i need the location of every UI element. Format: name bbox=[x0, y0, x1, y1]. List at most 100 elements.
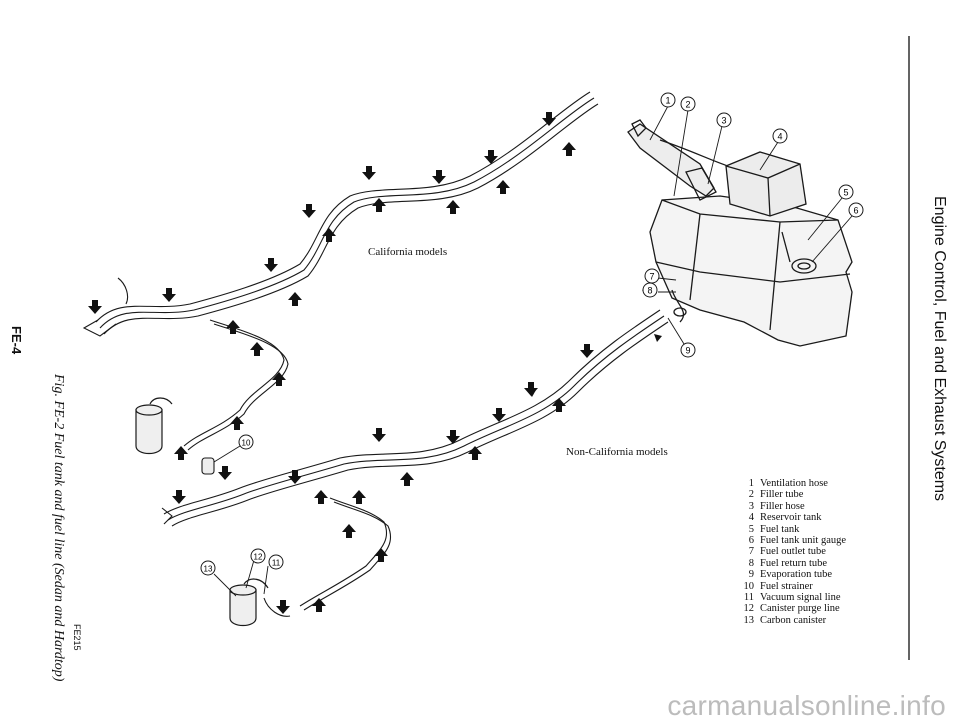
callout-3 bbox=[716, 112, 732, 128]
clip-arrow bbox=[654, 334, 662, 342]
callout-8 bbox=[642, 282, 658, 298]
fuel-strainer bbox=[201, 457, 215, 475]
legend-item-text: Carbon canister bbox=[760, 614, 827, 626]
california-fuel-lines bbox=[82, 91, 599, 451]
legend-item-text: Fuel tank unit gauge bbox=[760, 535, 847, 547]
legend-item-number: 5 bbox=[748, 523, 754, 535]
clip-arrow bbox=[226, 320, 240, 334]
callout-7-label: 7 bbox=[649, 272, 654, 282]
fuel-tank-unit-gauge bbox=[791, 258, 817, 274]
legend-item: 8 Fuel return tube bbox=[728, 558, 846, 569]
callout-13-label: 13 bbox=[204, 565, 213, 574]
legend-item-number: 8 bbox=[748, 557, 754, 569]
legend-item: 13 Carbon canister bbox=[728, 615, 846, 626]
legend-item-text: Fuel return tube bbox=[760, 557, 828, 569]
clip-arrow bbox=[218, 466, 232, 480]
clip-arrow bbox=[264, 258, 278, 272]
callout-12-label: 12 bbox=[254, 553, 263, 562]
legend-item: 11 Vacuum signal line bbox=[728, 592, 846, 603]
legend-item-number: 13 bbox=[743, 614, 755, 626]
figure-caption: Fig. FE-2 Fuel tank and fuel line (Sedan… bbox=[51, 374, 66, 682]
california-models-label: California models bbox=[368, 246, 448, 258]
callout-5-label: 5 bbox=[843, 188, 848, 198]
clip-arrow bbox=[542, 112, 556, 126]
callout-2-label: 2 bbox=[685, 100, 690, 110]
legend-item-number: 11 bbox=[743, 592, 754, 604]
clip-arrow bbox=[432, 170, 446, 184]
callout-10 bbox=[238, 434, 254, 450]
callout-10-label: 10 bbox=[242, 439, 251, 448]
clip-arrow bbox=[484, 150, 498, 164]
legend-item: 4 Reservoir tank bbox=[728, 512, 846, 523]
carbon-canister-non-california bbox=[229, 578, 269, 627]
clip-arrow bbox=[372, 198, 386, 212]
clip-arrow bbox=[276, 600, 290, 614]
ventilation-hose bbox=[659, 139, 729, 167]
legend-item-text: Canister purge line bbox=[760, 603, 840, 615]
callout-13 bbox=[200, 560, 216, 576]
clip-arrow bbox=[162, 288, 176, 302]
legend-item: 3 Filler hose bbox=[728, 501, 846, 512]
callout-5 bbox=[838, 184, 854, 200]
clip-arrow bbox=[496, 180, 510, 194]
legend-item-number: 10 bbox=[743, 580, 755, 592]
clip-arrow bbox=[174, 446, 188, 460]
legend-item-text: Filler hose bbox=[760, 500, 805, 512]
clip-arrow bbox=[372, 428, 386, 442]
clip-arrow bbox=[446, 430, 460, 444]
clip-arrow bbox=[172, 490, 186, 504]
clip-arrow bbox=[322, 228, 336, 242]
legend-item-text: Evaporation tube bbox=[760, 569, 833, 581]
legend-item-number: 12 bbox=[743, 603, 755, 615]
legend-item-text: Fuel outlet tube bbox=[760, 546, 826, 558]
callout-4 bbox=[772, 128, 788, 144]
clip-arrow bbox=[580, 344, 594, 358]
figure-code: FE215 bbox=[72, 624, 82, 651]
section-title: Engine Control, Fuel and Exhaust Systems bbox=[931, 196, 948, 502]
clip-arrow bbox=[468, 446, 482, 460]
clip-arrow bbox=[288, 292, 302, 306]
non-california-fuel-lines bbox=[161, 309, 669, 617]
page-number: FE-4 bbox=[9, 326, 24, 355]
callout-3-label: 3 bbox=[721, 116, 726, 126]
clip-arrow bbox=[362, 166, 376, 180]
clip-arrow bbox=[562, 142, 576, 156]
legend-item-text: Filler tube bbox=[760, 489, 804, 501]
legend-item-text: Fuel tank bbox=[760, 523, 800, 535]
clip-arrow bbox=[446, 200, 460, 214]
legend-item-text: Vacuum signal line bbox=[760, 592, 841, 604]
callout-6 bbox=[848, 202, 864, 218]
clip-arrow bbox=[314, 490, 328, 504]
legend-item-number: 3 bbox=[748, 500, 754, 512]
non-california-models-label: Non-California models bbox=[566, 446, 668, 458]
fuel-tank-assembly bbox=[627, 119, 853, 347]
legend-item: 7 Fuel outlet tube bbox=[728, 546, 846, 557]
clip-arrow bbox=[88, 300, 102, 314]
callout-6-label: 6 bbox=[853, 206, 858, 216]
clip-arrow bbox=[272, 372, 286, 386]
clip-arrow bbox=[400, 472, 414, 486]
clip-arrow bbox=[342, 524, 356, 538]
callout-11 bbox=[268, 554, 284, 570]
callout-leaders bbox=[213, 105, 853, 597]
legend-item-number: 2 bbox=[748, 489, 754, 501]
legend-item-number: 4 bbox=[748, 512, 754, 524]
legend-item-text: Fuel strainer bbox=[760, 580, 813, 592]
callout-numbers: 1 2 3 4 5 6 7 8 9 10 11 12 13 bbox=[204, 96, 859, 574]
callout-12 bbox=[250, 548, 266, 564]
legend-item-text: Reservoir tank bbox=[760, 512, 822, 524]
carbon-canister-california bbox=[135, 397, 173, 455]
legend-item: 12 Canister purge line bbox=[728, 603, 846, 614]
clip-arrow bbox=[312, 598, 326, 612]
clip-arrow bbox=[374, 548, 388, 562]
legend-item-number: 7 bbox=[748, 546, 754, 558]
callout-11-label: 11 bbox=[272, 559, 281, 568]
callout-9 bbox=[680, 342, 696, 358]
callout-1 bbox=[660, 92, 676, 108]
callout-markers bbox=[200, 92, 864, 576]
filler-tube bbox=[627, 123, 715, 197]
